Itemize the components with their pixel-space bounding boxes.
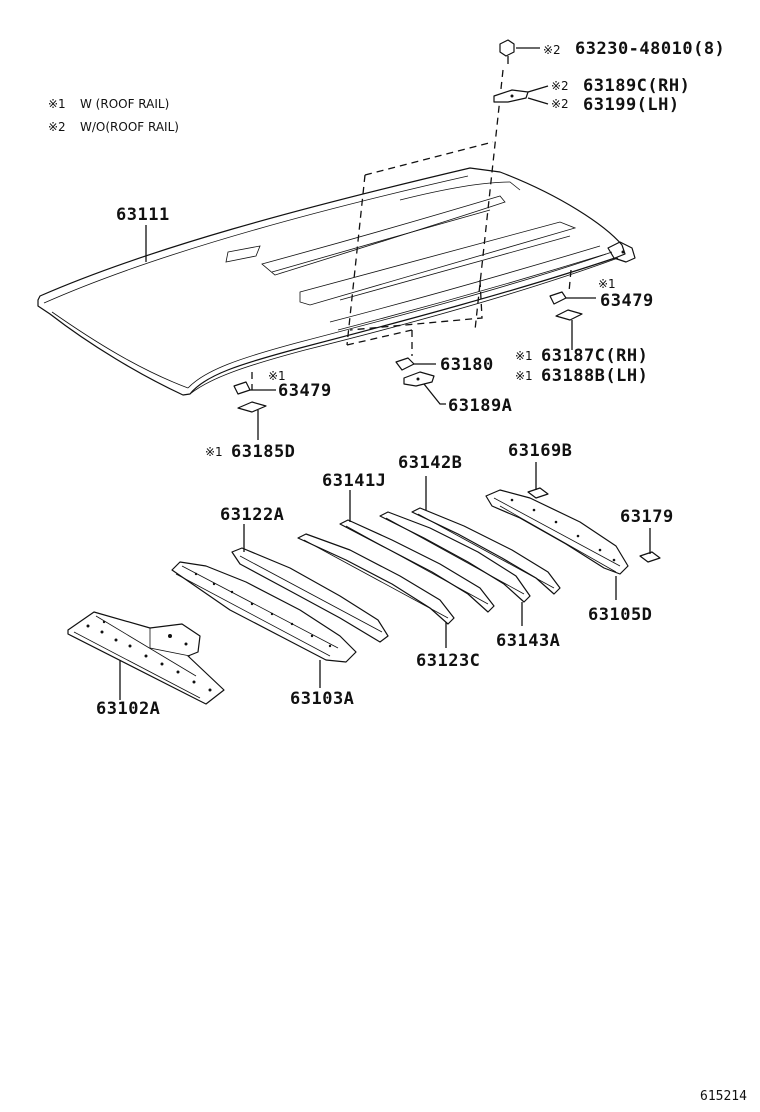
roof-bow-63122A: 63122A [220,505,389,643]
callout-63105D-label: 63105D [588,605,652,625]
clip-63230: ※2 63230-48010(8) [499,39,725,64]
front-header-63102A: 63102A [67,611,225,719]
bracket-63189C-63199: ※2 63189C(RH) ※2 63199(LH) [493,76,690,115]
callout-63188B-mark: ※1 [515,369,533,383]
callout-63169B-label: 63169B [508,441,572,461]
callout-63479r-mark: ※1 [598,277,616,291]
callout-63123C-label: 63123C [416,651,480,671]
callout-63199-mark: ※2 [551,97,569,111]
callout-63122A-label: 63122A [220,505,284,525]
callout-63141J-label: 63141J [322,471,386,491]
roof-bow-63141J: 63141J [322,471,495,613]
callout-63179-label: 63179 [620,507,674,527]
roof-bow-63103A: 63103A [171,561,357,709]
left-rail-clips: ※1 63479 ※1 63185D [205,369,332,462]
callout-63180-label: 63180 [440,355,494,375]
roof-bow-63143A: 63143A [379,511,560,651]
legend-note-2-text: W/O(ROOF RAIL) [80,120,179,134]
roof-panel-63111 [37,167,636,396]
callout-63187C-label: 63187C(RH) [541,346,648,366]
callout-63102A-label: 63102A [96,699,160,719]
callout-63142B-label: 63142B [398,453,462,473]
callout-63103A-label: 63103A [290,689,354,709]
plate-63169B: 63169B [508,441,572,499]
callout-63111: 63111 [116,205,170,262]
right-rail-clips: ※1 63479 ※1 63187C(RH) ※1 63188B(LH) [515,277,654,386]
roof-reference-dashes [251,69,572,390]
center-bracket-63180-63189A: 63180 63189A [395,355,512,416]
callout-63188B-label: 63188B(LH) [541,366,648,386]
callout-63111-label: 63111 [116,205,170,225]
roof-bow-63123C: 63123C [297,533,480,671]
callout-63230-label: 63230-48010(8) [575,39,725,59]
legend-note-1-mark: ※1 [48,97,66,111]
callout-63189A-label: 63189A [448,396,512,416]
callout-63185D-mark: ※1 [205,445,223,459]
callout-63185D-label: 63185D [231,442,295,462]
rear-header-63105D: 63105D [485,489,652,625]
legend-note-1-text: W (ROOF RAIL) [80,97,169,111]
callout-63479l-label: 63479 [278,381,332,401]
plate-63179: 63179 [620,507,674,563]
legend-note-2-mark: ※2 [48,120,66,134]
roof-bow-63142B: 63142B [398,453,561,595]
legend: ※1 W (ROOF RAIL) ※2 W/O(ROOF RAIL) [48,97,179,134]
callout-63230-mark: ※2 [543,43,561,57]
callout-63187C-mark: ※1 [515,349,533,363]
callout-63479r-label: 63479 [600,291,654,311]
callout-63143A-label: 63143A [496,631,560,651]
callout-63479l-mark: ※1 [268,369,286,383]
callout-63189C-label: 63189C(RH) [583,76,690,96]
figure-code: 615214 [700,1089,747,1104]
callout-63189C-mark: ※2 [551,79,569,93]
callout-63199-label: 63199(LH) [583,95,680,115]
